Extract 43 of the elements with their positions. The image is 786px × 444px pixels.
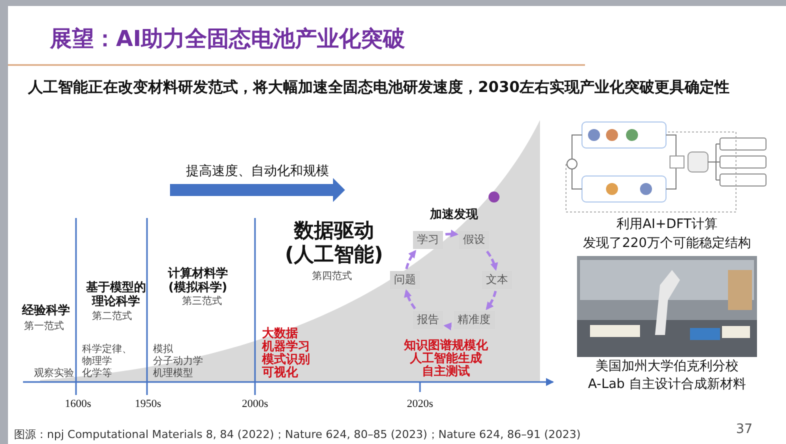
caption-text: 美国加州大学伯克利分校 — [596, 359, 738, 375]
example-text: 化学等 — [82, 368, 112, 380]
year-label: 2000s — [242, 398, 268, 412]
technology-text: 模式识别 — [262, 352, 310, 366]
paradigm-label: 第二范式 — [92, 311, 132, 323]
cycle-arrow — [404, 289, 416, 310]
example-text: 机理模型 — [153, 368, 193, 380]
subtitle-text: 人工智能正在改变材料研发范式，将大幅加速全固态电池研发速度，2030左右实现产业化突破更具确定性 — [28, 78, 730, 96]
example-text: 科学定律、 — [82, 344, 132, 356]
example-text: 分子动力学 — [153, 356, 203, 368]
year-label: 1600s — [64, 398, 92, 412]
year-label: 1950s — [134, 398, 162, 412]
example-text: 模拟 — [153, 344, 173, 356]
cycle-arrow — [443, 322, 452, 330]
page-number: 37 — [736, 422, 753, 438]
step-box: 学习 — [413, 231, 443, 250]
technology-text: 人工智能生成 — [410, 351, 482, 365]
technology-text: 知识图谱规模化 — [404, 338, 488, 352]
caption-text: 利用AI+DFT计算 — [616, 217, 718, 233]
cycle-arrow — [405, 250, 416, 270]
cycle-arrow — [486, 250, 498, 271]
slide-title: 展望：AI助力全固态电池产业化突破 — [50, 27, 406, 54]
example-text: 观察实验 — [34, 368, 74, 380]
year-label: 2020s — [406, 398, 434, 412]
caption-text: 发现了220万个可能稳定结构 — [583, 236, 751, 252]
example-text: 物理学 — [82, 356, 112, 368]
technology-text: 机器学习 — [262, 339, 310, 353]
caption-text: A-Lab 自主设计合成新材料 — [588, 377, 746, 393]
paradigm-label: 第三范式 — [182, 296, 222, 308]
paradigm-label: 第一范式 — [24, 321, 64, 333]
technology-text: 可视化 — [262, 365, 298, 380]
arrow-label: 提高速度、自动化和规模 — [186, 164, 329, 180]
technology-text: 自主测试 — [422, 364, 470, 378]
era-heading: 计算材料学(模拟科学) — [166, 266, 229, 295]
source-note: 图源：npj Computational Materials 8, 84 (2022)；Nature 624, 80–85 (2023)；Nature 624, 86–91 (2023) — [14, 428, 581, 442]
technology-text: 大数据 — [262, 326, 298, 340]
paradigm-label: 第四范式 — [312, 271, 352, 283]
cycle-arrow — [486, 290, 497, 310]
era-heading: 基于模型的理论科学 — [84, 280, 147, 309]
cycle-arrow — [445, 230, 459, 238]
cycle-heading: 加速发现 — [430, 207, 478, 222]
era-heading: 经验科学 — [22, 303, 70, 318]
era-heading: 数据驱动(人工智能) — [284, 218, 384, 266]
